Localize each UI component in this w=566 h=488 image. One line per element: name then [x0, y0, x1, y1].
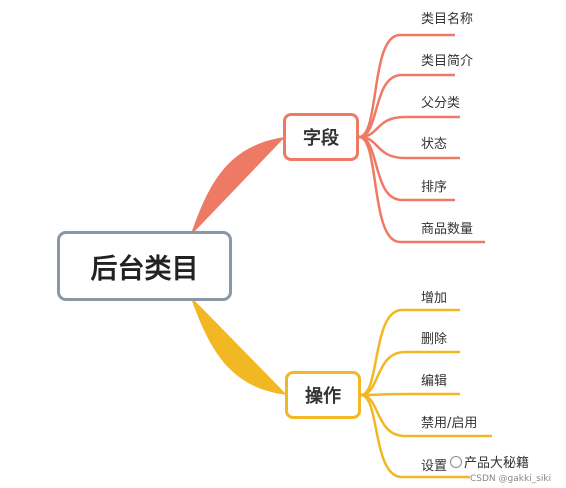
root-node: 后台类目	[57, 231, 232, 301]
leaf-field: 类目名称	[421, 12, 474, 27]
watermark-site: CSDN @gakki_siki	[470, 474, 552, 484]
wechat-icon	[450, 456, 462, 468]
leaf-field: 状态	[421, 137, 448, 152]
leaf-field: 父分类	[421, 96, 461, 111]
leaf-field: 商品数量	[421, 222, 474, 237]
connector-root-fields	[192, 137, 285, 231]
connector-root-ops	[192, 301, 287, 395]
watermark: 产品大秘籍	[450, 452, 529, 471]
leaf-operation: 编辑	[421, 374, 448, 389]
fields-connectors	[358, 33, 485, 244]
watermark-text: 产品大秘籍	[464, 456, 530, 471]
leaf-field: 类目简介	[421, 54, 474, 69]
ops-connectors	[360, 308, 492, 479]
leaf-operation: 设置	[421, 459, 448, 474]
leaf-operation: 删除	[421, 332, 448, 347]
branch-operations-node: 操作	[285, 371, 361, 419]
leaf-operation: 禁用/启用	[421, 416, 478, 431]
branch-fields-node: 字段	[283, 113, 359, 161]
leaf-field: 排序	[421, 180, 448, 195]
leaf-operation: 增加	[421, 291, 448, 306]
